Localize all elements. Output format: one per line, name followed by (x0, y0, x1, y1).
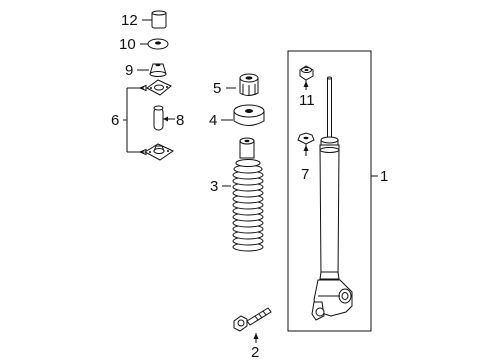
part-1-shock-absorber (311, 76, 353, 321)
callout-10: 10 (119, 36, 136, 53)
part-5-bumper: 5 (213, 73, 259, 97)
part-9-bushing: 9 (125, 62, 167, 79)
callout-9: 9 (125, 62, 133, 79)
callout-12: 12 (121, 12, 138, 29)
part-7-washer: 7 (297, 132, 315, 183)
part-12-cap: 12 (121, 10, 167, 29)
part-10-washer: 10 (119, 36, 169, 53)
part-3-dust-boot: 3 (210, 137, 264, 252)
part-6-lower-plate (143, 143, 175, 161)
part-11-nut: 11 (299, 65, 315, 109)
callout-8: 8 (176, 112, 184, 129)
part-4-insulator: 4 (209, 104, 265, 129)
part-1-shock-box: 1 (287, 50, 388, 332)
callout-7: 7 (301, 166, 309, 183)
part-2-bolt: 2 (233, 307, 272, 360)
callout-1: 1 (380, 168, 388, 185)
callout-4: 4 (209, 112, 217, 129)
part-8-spacer: 8 (153, 105, 184, 131)
part-6-mount-group: 6 (111, 79, 172, 156)
callout-6: 6 (111, 112, 119, 129)
callout-5: 5 (213, 80, 221, 97)
callout-3: 3 (210, 178, 218, 195)
callout-2: 2 (251, 344, 259, 360)
callout-11: 11 (299, 92, 315, 109)
